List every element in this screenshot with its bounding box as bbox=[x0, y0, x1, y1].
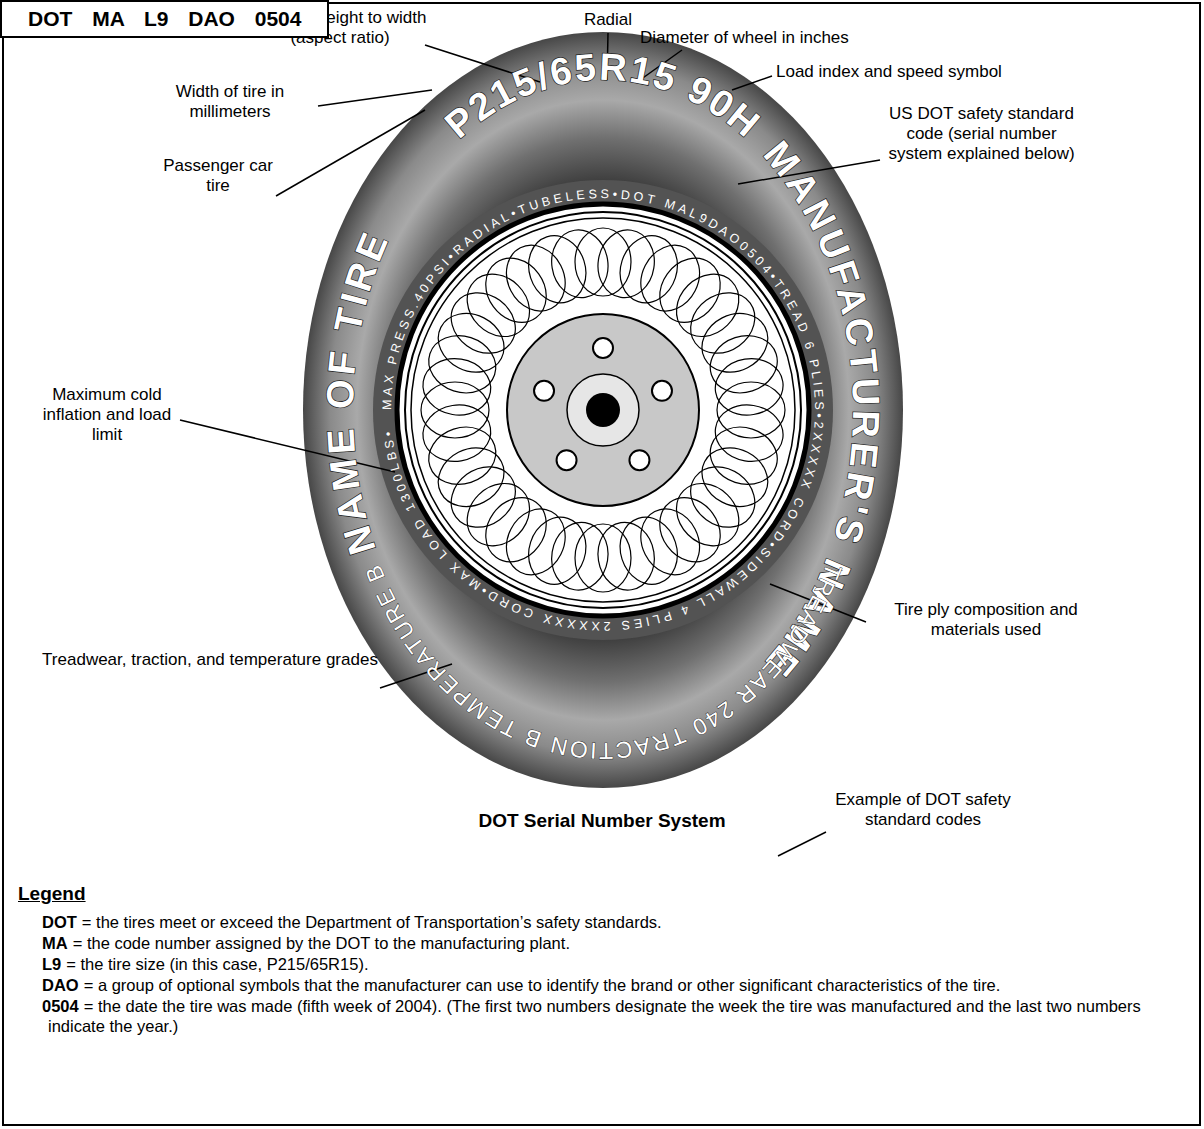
legend-text: = the code number assigned by the DOT to… bbox=[73, 934, 570, 952]
section-title: DOT Serial Number System bbox=[478, 810, 725, 832]
wheel-loop bbox=[630, 499, 711, 585]
bolt-hole bbox=[534, 381, 554, 401]
callout-label: US DOT safety standard code (serial numb… bbox=[884, 104, 1079, 164]
callout-label: Diameter of wheel in inches bbox=[640, 28, 910, 48]
hub bbox=[507, 314, 699, 506]
rim-ring bbox=[405, 212, 801, 608]
callout-label: Treadwear, traction, and temperature gra… bbox=[40, 650, 380, 670]
wheel-loop bbox=[692, 302, 778, 383]
wheel-loop bbox=[473, 486, 558, 574]
sidewall-text: MAX PRESS.40PSI•RADIAL•TUBELESS•DOT MAL9… bbox=[380, 187, 826, 633]
tire-sidewall bbox=[303, 32, 903, 788]
legend-text: = the date the tire was made (fifth week… bbox=[48, 997, 1141, 1035]
wheel-loop bbox=[612, 228, 686, 310]
wheel-pattern bbox=[419, 226, 787, 594]
sidewall-text: P215/65R15 90H bbox=[437, 46, 769, 147]
leader-line bbox=[732, 76, 772, 90]
rim-edge bbox=[397, 204, 809, 616]
callout-label: Example of DOT safety standard codes bbox=[818, 790, 1028, 830]
wheel-loop bbox=[455, 471, 543, 559]
legend-key: DOT bbox=[42, 913, 77, 931]
wheel-loop bbox=[664, 471, 752, 559]
bolt-hole bbox=[629, 450, 649, 470]
wheel-loop bbox=[703, 419, 785, 493]
legend-line: 0504= the date the tire was made (fifth … bbox=[42, 996, 1168, 1036]
wheel-loop bbox=[679, 280, 767, 365]
bolt-holes bbox=[534, 338, 672, 470]
legend-line: L9 = the tire size (in this case, P215/65… bbox=[42, 954, 1168, 974]
legend-line: DOT = the tires meet or exceed the Depart… bbox=[42, 912, 1168, 932]
legend-text: = the tire size (in this case, P215/65R1… bbox=[66, 955, 368, 973]
callout-label: Load index and speed symbol bbox=[776, 62, 1046, 82]
wheel-loop bbox=[439, 280, 527, 365]
legend-text: = the tires meet or exceed the Departmen… bbox=[82, 913, 662, 931]
legend-key: DAO bbox=[42, 976, 79, 994]
axle bbox=[586, 393, 620, 427]
wheel-loop bbox=[455, 262, 543, 350]
legend-key: 0504 bbox=[42, 997, 79, 1015]
wheel-loop bbox=[419, 354, 495, 420]
legend-key: MA bbox=[42, 934, 68, 952]
wheel-loop bbox=[664, 262, 752, 350]
callout-label: Width of tire in millimeters bbox=[145, 82, 315, 122]
rim-ring bbox=[411, 218, 795, 602]
wheel-loop bbox=[495, 235, 576, 321]
legend-text: = a group of optional symbols that the m… bbox=[84, 976, 1001, 994]
wheel-loop bbox=[419, 400, 495, 466]
wheel-loop bbox=[547, 226, 613, 302]
wheel-loop bbox=[593, 518, 659, 594]
callout-label: Tire ply composition and materials used bbox=[868, 600, 1104, 640]
legend-heading: Legend bbox=[18, 884, 86, 904]
hub-center bbox=[567, 374, 639, 446]
wheel-loop bbox=[593, 226, 659, 302]
wheel-loop bbox=[647, 246, 732, 334]
wheel-loop bbox=[679, 454, 767, 539]
wheel-loop bbox=[428, 437, 514, 518]
leader-line bbox=[778, 832, 826, 856]
code-text: DOT MA L9 DAO 0504 bbox=[28, 7, 301, 30]
bolt-hole bbox=[593, 338, 613, 358]
wheel-loop bbox=[647, 486, 732, 574]
wheel-loop bbox=[421, 327, 503, 401]
bolt-hole bbox=[652, 381, 672, 401]
legend-line: DAO = a group of optional symbols that th… bbox=[42, 975, 1168, 995]
bead-band bbox=[373, 180, 833, 640]
wheel-loop bbox=[547, 518, 613, 594]
sidewall-text: TREADWEAR 240 TRACTION B TEMPERATURE B bbox=[359, 560, 847, 764]
leader-line bbox=[318, 90, 432, 106]
legend-line: MA = the code number assigned by the DOT … bbox=[42, 933, 1168, 953]
code-box: DOT MA L9 DAO 0504 bbox=[0, 0, 329, 38]
legend-key: L9 bbox=[42, 955, 61, 973]
wheel-loop bbox=[439, 454, 527, 539]
callout-label: Passenger car tire bbox=[160, 156, 276, 196]
wheel-loop bbox=[711, 400, 787, 466]
callout-label: Radial bbox=[556, 10, 660, 30]
wheel-loop bbox=[711, 354, 787, 420]
bolt-hole bbox=[557, 450, 577, 470]
wheel-loop bbox=[473, 246, 558, 334]
callout-label: Maximum cold inflation and load limit bbox=[32, 385, 182, 445]
leader-line bbox=[276, 110, 425, 196]
frame bbox=[3, 3, 1200, 1125]
wheel-loop bbox=[520, 510, 594, 592]
